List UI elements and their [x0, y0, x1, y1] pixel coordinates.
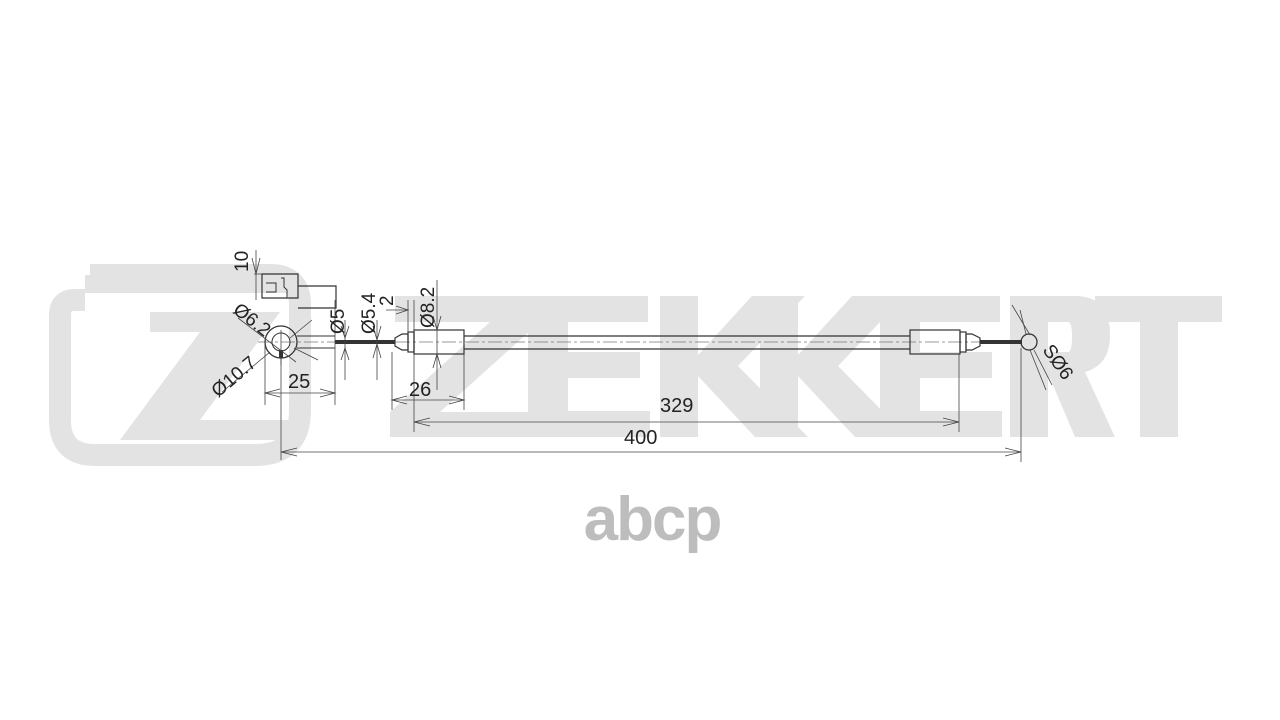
watermark-letter-e-2 [880, 296, 1002, 437]
dim-label-26: 26 [409, 379, 431, 401]
dim-label-sleeve-diameter: Ø8.2 [418, 287, 439, 328]
sleeve-left [413, 329, 465, 355]
abcp-logo: abcp [584, 485, 721, 554]
watermark-letter-k-2 [760, 296, 908, 437]
dim-label-25: 25 [288, 371, 310, 393]
dim-label-329: 329 [660, 395, 693, 417]
dim-label-ferrule-length: 2 [377, 295, 398, 306]
watermark-letter-e [528, 296, 650, 437]
dim-label-400: 400 [624, 427, 657, 449]
watermark-letter-t [1095, 296, 1222, 437]
watermark-letter-r [1010, 296, 1115, 437]
dim-label-ferrule-diameter: Ø5.4 [359, 292, 380, 334]
dimension-lines [221, 250, 1053, 462]
ferrule-right [965, 333, 981, 351]
zekkert-wordmark-watermark [390, 296, 1222, 437]
dim-label-10: 10 [232, 251, 253, 272]
zekkert-logo-watermark [49, 264, 311, 466]
inner-wire-right [980, 340, 1022, 344]
watermark-letter-z [390, 296, 545, 437]
inner-wire-left [335, 340, 395, 344]
dim-label-wire-diameter: Ø5 [328, 309, 349, 334]
